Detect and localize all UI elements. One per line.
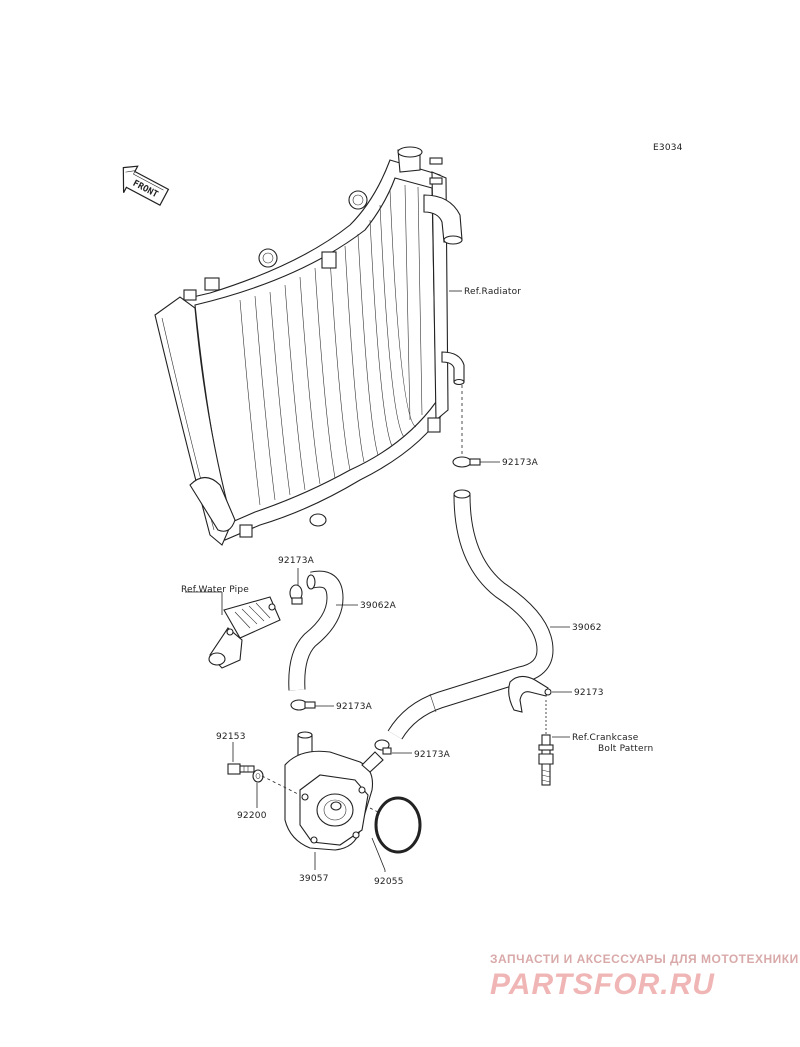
label-ref-water-pipe: Ref.Water Pipe — [181, 585, 249, 595]
watermark-tagline: ЗАПЧАСТИ И АКСЕССУАРЫ ДЛЯ МОТОТЕХНИКИ — [490, 952, 799, 966]
label-clamp-right: 92173 — [574, 688, 604, 698]
washer — [252, 769, 264, 783]
label-ref-crankcase-2: Bolt Pattern — [598, 744, 653, 754]
label-clamp-pipe: 92173A — [336, 702, 373, 712]
label-ref-radiator: Ref.Radiator — [464, 287, 521, 297]
clamp-right — [508, 675, 552, 713]
radiator-fins — [239, 184, 423, 506]
clamp-left — [289, 584, 303, 605]
o-ring — [374, 796, 422, 854]
clamp-upper — [452, 456, 481, 468]
label-o-ring: 92055 — [374, 877, 404, 887]
label-ref-crankcase-1: Ref.Crankcase — [572, 733, 639, 743]
label-clamp-left: 92173A — [278, 556, 315, 566]
front-arrow-icon: FRONT — [122, 165, 170, 207]
label-hose-short: 39062A — [360, 601, 397, 611]
label-hose-long: 39062 — [572, 623, 602, 633]
bolt-crankcase — [538, 700, 554, 786]
watermark-brand: PARTSFOR.RU — [490, 968, 715, 1001]
label-bolt: 92153 — [216, 732, 246, 742]
hose-long — [387, 489, 554, 740]
bolt-small — [227, 763, 255, 775]
hose-short — [288, 570, 344, 691]
clamp-cooler — [374, 739, 392, 755]
label-clamp-cooler: 92173A — [414, 750, 451, 760]
watermark: ЗАПЧАСТИ И АКСЕССУАРЫ ДЛЯ МОТОТЕХНИКИ PA… — [490, 952, 799, 1001]
label-oil-cooler: 39057 — [299, 874, 329, 884]
diagram-code: E3034 — [653, 143, 683, 153]
label-washer: 92200 — [237, 811, 267, 821]
label-clamp-upper: 92173A — [502, 458, 539, 468]
oil-cooler — [284, 731, 384, 851]
radiator — [154, 146, 465, 546]
water-pipe — [208, 596, 281, 669]
clamp-pipe — [290, 699, 316, 711]
